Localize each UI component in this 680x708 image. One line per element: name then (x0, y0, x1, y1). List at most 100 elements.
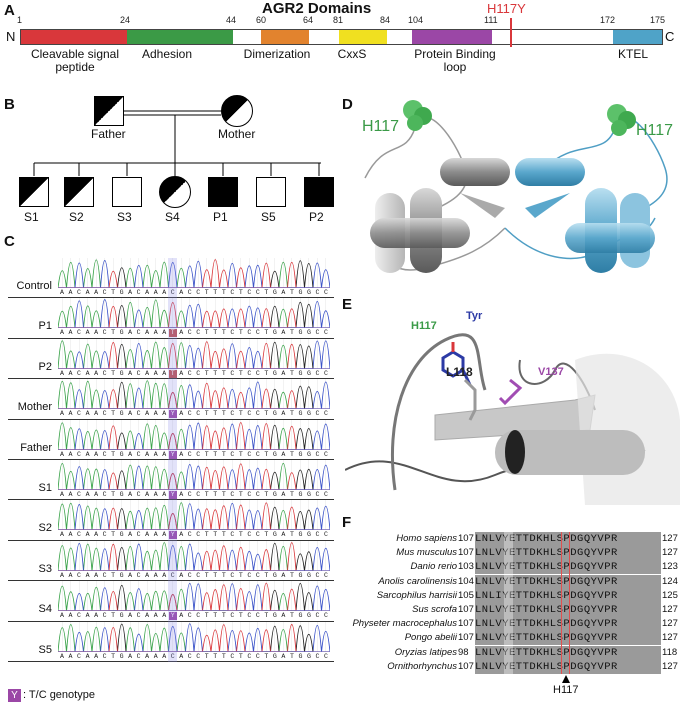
base-call: C (247, 612, 252, 620)
alignment-end: 127 (662, 618, 678, 630)
base-call: A (60, 571, 64, 579)
base-call: C (324, 491, 328, 498)
base-call: T (264, 612, 269, 620)
pedigree-p2-label: P2 (309, 210, 324, 224)
base-call: T (221, 652, 226, 660)
base-call: C (315, 329, 320, 337)
base-call: C (196, 652, 201, 660)
alignment-marker-arrow (562, 675, 570, 683)
base-call: A (85, 612, 90, 620)
base-call: C (102, 612, 107, 620)
base-call: G (306, 652, 311, 660)
species-name: Anolis carolinensis (378, 575, 457, 587)
chromatogram-separator (8, 418, 334, 420)
base-call: T (204, 450, 209, 458)
base-call: A (145, 369, 150, 377)
base-call: A (85, 531, 90, 539)
domain-label-adhesion: Adhesion (141, 47, 193, 61)
base-call: G (272, 531, 277, 539)
chromatogram-separator (8, 661, 334, 662)
base-call: C (230, 329, 235, 337)
base-call: T (111, 369, 116, 377)
pedigree-mother-symbol (221, 95, 253, 127)
base-call: C (196, 571, 201, 579)
base-call: C (230, 531, 235, 539)
pedigree-s2-label: S2 (69, 210, 84, 224)
base-call: G (119, 329, 124, 337)
tick-24: 24 (120, 15, 131, 25)
base-call: A (145, 612, 150, 620)
base-call: T (213, 612, 218, 620)
base-call: T (289, 410, 294, 418)
base-call: C (77, 652, 82, 660)
base-call: T (289, 369, 294, 377)
base-call: C (247, 491, 252, 498)
base-call: A (281, 410, 286, 418)
base-call: A (281, 491, 286, 498)
base-call: A (162, 612, 167, 620)
base-call: G (119, 369, 124, 377)
alignment-start: 105 (458, 589, 474, 601)
panel-letter-e: E (342, 296, 353, 313)
base-call: C (255, 531, 260, 539)
base-call: C (102, 289, 107, 296)
base-call: C (136, 410, 141, 418)
base-call: C (196, 531, 201, 539)
base-call: T (238, 652, 243, 660)
base-call: C (255, 329, 260, 337)
base-call: T (204, 369, 209, 377)
species-name: Danio rerio (410, 561, 457, 573)
base-call: C (187, 289, 192, 296)
variant-highlight-column (168, 258, 177, 662)
base-call: C (187, 491, 192, 498)
base-call: G (298, 491, 303, 498)
base-call: T (289, 571, 294, 579)
base-call: T (168, 329, 177, 338)
base-call: A (94, 329, 99, 337)
chromatogram-label: Father (20, 441, 52, 454)
segment-ktel (613, 30, 662, 44)
alignment-start: 107 (458, 660, 474, 672)
alignment-sequence: LNLVYETTDKHLSPDGQYVPR (475, 560, 661, 575)
alignment-variable-column (504, 532, 513, 674)
chromatogram-separator (8, 297, 334, 299)
base-call: C (315, 612, 320, 620)
alignment-sequence: LNLVYETTDKHLSPDGQYVPR (475, 659, 661, 674)
base-call: T (289, 329, 294, 337)
alignment-end: 127 (662, 604, 678, 615)
base-call: T (289, 289, 294, 296)
base-call: A (60, 369, 64, 377)
base-call: G (119, 289, 124, 296)
base-call: C (255, 571, 260, 579)
tick-175: 175 (650, 15, 666, 25)
base-call: T (264, 491, 269, 498)
e-v137-label: V137 (538, 366, 564, 378)
base-call: A (281, 612, 286, 620)
panel-letter-a: A (4, 2, 15, 19)
segment-dimerization (261, 30, 309, 44)
base-call: A (153, 571, 158, 579)
base-call: A (128, 531, 133, 539)
base-call: T (238, 289, 243, 296)
domain-bar (20, 29, 663, 45)
base-call: C (102, 652, 107, 660)
base-call: T (204, 531, 209, 539)
base-call: C (102, 329, 107, 337)
base-call: G (119, 652, 124, 660)
pedigree-s3-label: S3 (117, 210, 132, 224)
base-call: C (170, 652, 175, 660)
chromatogram-label: S5 (38, 643, 52, 656)
dimer-structure-image (364, 100, 668, 273)
base-call: A (85, 369, 90, 377)
tick-60: 60 (256, 15, 267, 25)
base-call: T (213, 450, 218, 458)
mutation-label: H117Y (487, 1, 526, 16)
base-call: A (60, 410, 64, 418)
base-call: A (128, 652, 133, 660)
